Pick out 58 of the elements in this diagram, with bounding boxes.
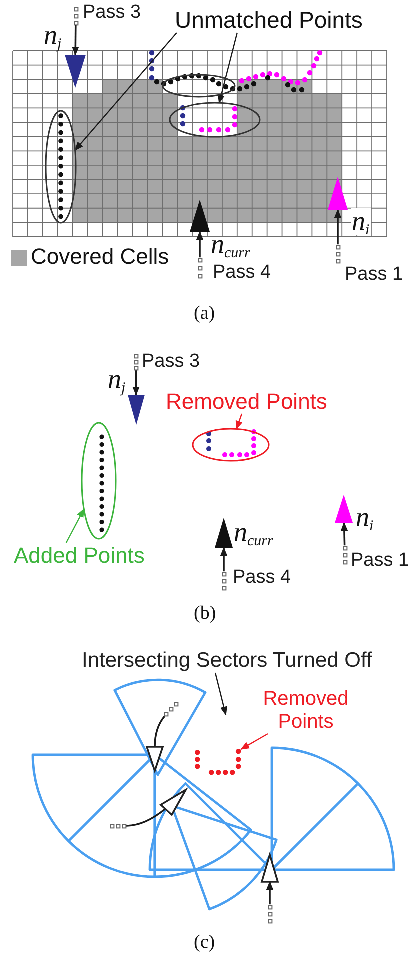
leader-arrow (214, 672, 228, 716)
leader-arrow (66, 508, 85, 544)
dotted-trail (342, 546, 348, 564)
node-label: n$_{i}$ (351, 208, 371, 235)
leader-arrow (236, 414, 243, 430)
legend-label: Covered Cells (31, 244, 170, 270)
trail-arrow (340, 522, 348, 546)
triangle-marker (160, 789, 187, 816)
triangle-marker (328, 177, 348, 210)
dotted-trail (268, 904, 272, 924)
highlight-ellipse (81, 422, 117, 540)
annotation-label: Intersecting Sectors Turned Off (82, 649, 372, 674)
highlight-ellipse (192, 428, 270, 462)
trail-arrow (266, 881, 274, 905)
triangle-marker (128, 395, 145, 425)
trail-line (154, 716, 166, 748)
trail-arrow (196, 231, 204, 258)
node-label: Pass 1 (345, 264, 404, 286)
node-label: Pass 4 (213, 262, 272, 284)
node-label: Pass 4 (233, 567, 292, 589)
trail-arrow (132, 370, 140, 396)
node-label: Pass 3 (142, 351, 200, 373)
highlight-ellipse (169, 102, 261, 138)
highlight-ellipse (45, 110, 77, 224)
panel-label: (b) (194, 603, 216, 625)
dotted-trail (164, 702, 178, 716)
node-label: n$_{i}$ (356, 504, 374, 531)
triangle-marker (335, 495, 353, 523)
triangle-marker (261, 854, 279, 883)
triangle-marker (190, 200, 210, 232)
triangle-marker (65, 55, 86, 88)
point-cluster-drawing (195, 749, 242, 776)
highlight-ellipse (162, 74, 236, 98)
trail-arrow (72, 25, 80, 56)
annotation-label: Unmatched Points (175, 7, 363, 34)
node-label: n$_{curr}$ (211, 231, 250, 258)
leader-arrow (74, 32, 178, 152)
dotted-trail (134, 354, 138, 370)
annotation-label: Removed Points (166, 389, 328, 414)
trail-arrow (334, 209, 342, 245)
dotted-trail (336, 244, 340, 264)
triangle-marker (215, 518, 233, 548)
panel-label: (a) (194, 303, 216, 325)
trail-line (126, 808, 166, 827)
leader-arrow (240, 733, 268, 750)
node-label: Pass 1 (351, 550, 409, 572)
triangle-marker (146, 746, 164, 772)
trail-arrow (220, 547, 228, 572)
annotation-label: Added Points (14, 543, 145, 568)
node-label: Pass 3 (83, 2, 142, 24)
panel-label: (c) (194, 932, 216, 954)
leader-arrow (218, 32, 238, 104)
dotted-trail (110, 824, 126, 828)
dotted-trail (222, 572, 226, 590)
node-label: n$_{curr}$ (234, 519, 274, 546)
dotted-trail (198, 258, 202, 278)
dotted-trail (74, 6, 78, 26)
annotation-label: Removed Points (262, 688, 350, 734)
